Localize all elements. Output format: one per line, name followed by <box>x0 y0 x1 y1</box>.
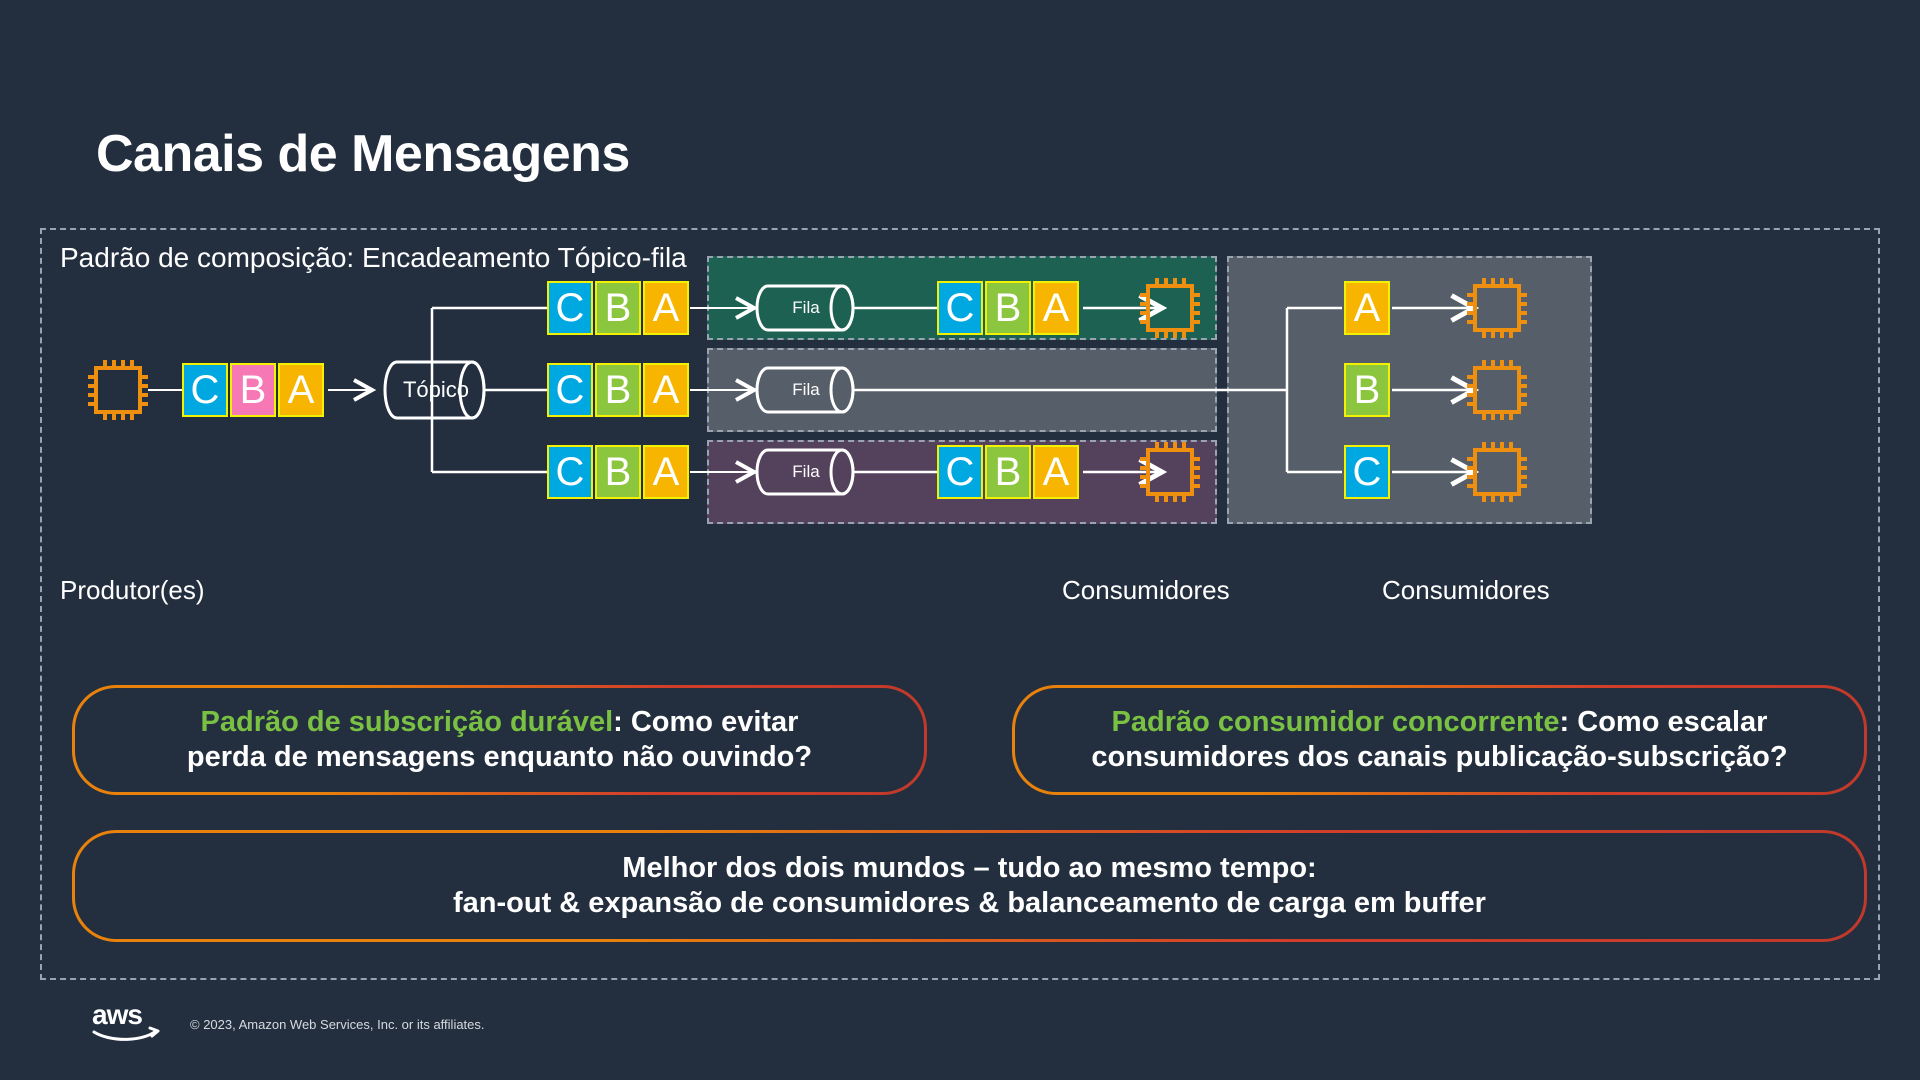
queue-message-c-3: C <box>937 445 983 499</box>
consumer-chip-icon-s1 <box>1465 276 1529 340</box>
branch-message-c-2: C <box>547 363 593 417</box>
branch-message-b-2: B <box>595 363 641 417</box>
consumer-chip-icon-s3 <box>1465 440 1529 504</box>
consumer-chip-icon-1 <box>1138 276 1202 340</box>
page-title: Canais de Mensagens <box>96 125 630 183</box>
callout-1-rest: : Como evitar <box>613 705 799 738</box>
branch-message-c-1: C <box>547 281 593 335</box>
branch-message-a-3: A <box>643 445 689 499</box>
callout-competing-consumer: Padrão consumidor concorrente: Como esca… <box>1012 685 1867 795</box>
consumer-chip-icon-s2 <box>1465 358 1529 422</box>
callout-1-line-2: perda de mensagens enquanto não ouvindo? <box>186 741 813 773</box>
callout-2-line-1: Padrão consumidor concorrente: Como esca… <box>1112 705 1768 740</box>
callout-2-rest: : Como escalar <box>1559 705 1768 738</box>
callout-3-line-2: fan-out & expansão de consumidores & bal… <box>453 887 1486 919</box>
messaging-channels-diagram: Tópico Fila Fila Fila C B A C B A C B A … <box>42 230 1882 630</box>
branch-message-c-3: C <box>547 445 593 499</box>
producer-message-b: B <box>230 363 276 417</box>
callout-best-of-both-worlds: Melhor dos dois mundos – tudo ao mesmo t… <box>72 830 1867 942</box>
svg-text:aws: aws <box>92 1000 142 1030</box>
scaling-message-c: C <box>1344 445 1390 499</box>
consumers-label-right: Consumidores <box>1382 575 1550 605</box>
diagram-graphics <box>86 276 1529 504</box>
callout-durable-subscriber: Padrão de subscrição durável: Como evita… <box>72 685 927 795</box>
aws-logo-icon: aws <box>92 999 162 1047</box>
producer-message-c: C <box>182 363 228 417</box>
branch-message-b-1: B <box>595 281 641 335</box>
queue-message-a-1: A <box>1033 281 1079 335</box>
consumer-chip-icon-3 <box>1138 440 1202 504</box>
scaling-message-a: A <box>1344 281 1390 335</box>
producer-message-a: A <box>278 363 324 417</box>
producer-label: Produtor(es) <box>60 575 205 605</box>
producer-chip-icon <box>86 358 150 422</box>
callout-1-line-1: Padrão de subscrição durável: Como evita… <box>201 705 799 740</box>
copyright-text: © 2023, Amazon Web Services, Inc. or its… <box>190 1017 485 1032</box>
queue-cylinder-2 <box>755 366 855 414</box>
callout-1-highlight: Padrão de subscrição durável <box>200 705 614 738</box>
queue-message-b-3: B <box>985 445 1031 499</box>
callout-2-highlight: Padrão consumidor concorrente <box>1111 705 1560 738</box>
branch-message-a-2: A <box>643 363 689 417</box>
queue-message-a-3: A <box>1033 445 1079 499</box>
composition-pattern-container: Padrão de composição: Encadeamento Tópic… <box>40 228 1880 980</box>
queue-cylinder-1 <box>755 284 855 332</box>
queue-cylinder-3 <box>755 448 855 496</box>
callout-2-line-2: consumidores dos canais publicação-subsc… <box>1091 741 1788 773</box>
queue-message-b-1: B <box>985 281 1031 335</box>
queue-message-c-1: C <box>937 281 983 335</box>
branch-message-a-1: A <box>643 281 689 335</box>
consumers-label-left: Consumidores <box>1062 575 1230 605</box>
branch-message-b-3: B <box>595 445 641 499</box>
composition-pattern-subtitle: Padrão de composição: Encadeamento Tópic… <box>60 242 687 273</box>
callout-3-line-1: Melhor dos dois mundos – tudo ao mesmo t… <box>622 851 1317 884</box>
scaling-message-b: B <box>1344 363 1390 417</box>
topic-cylinder <box>383 360 486 420</box>
